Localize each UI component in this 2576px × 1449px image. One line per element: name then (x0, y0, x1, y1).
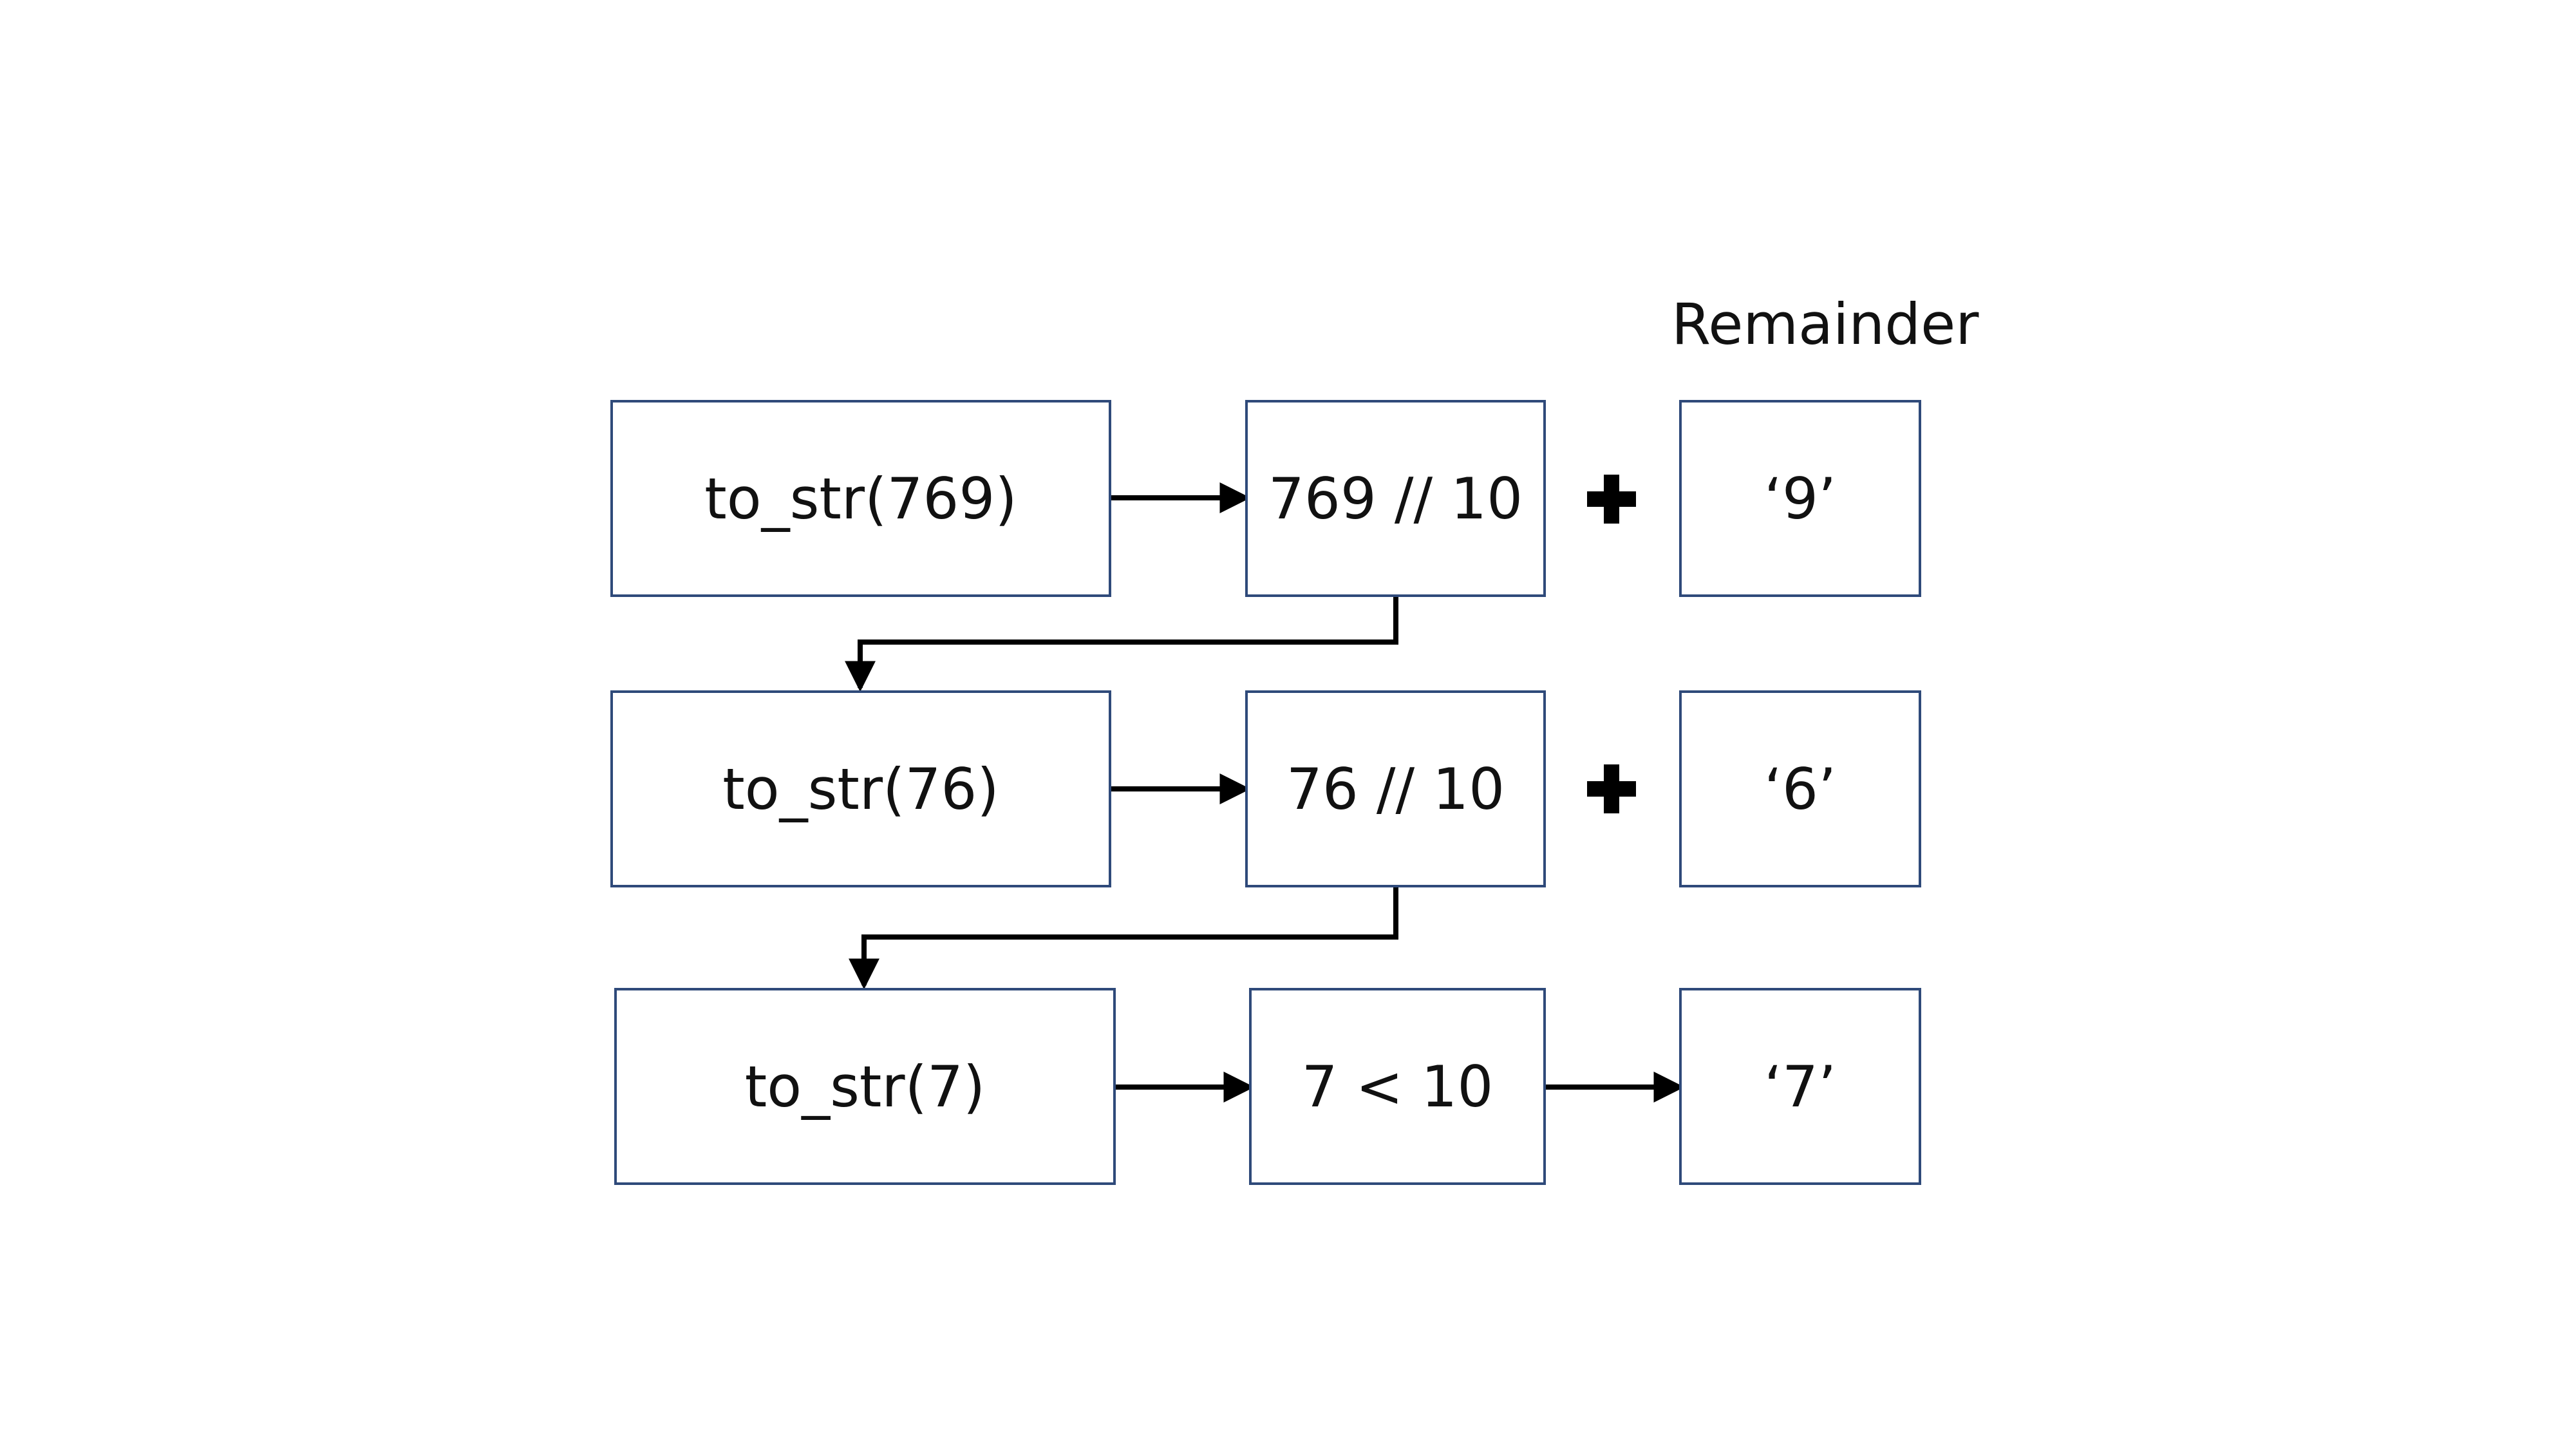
call-box-row-3: to_str(7) (614, 988, 1116, 1185)
plus-icon-row-1 (1587, 475, 1636, 524)
remainder-heading: Remainder (1671, 291, 1979, 357)
operation-box-row-1: 769 // 10 (1245, 400, 1546, 597)
call-box-row-2: to_str(76) (610, 690, 1111, 887)
call-box-row-1: to_str(769) (610, 400, 1111, 597)
operation-box-row-2: 76 // 10 (1245, 690, 1546, 887)
remainder-box-row-2: ‘6’ (1679, 690, 1921, 887)
arrow-recurse-row-2-to-3 (849, 886, 1398, 990)
arrow-recurse-row-1-to-2 (845, 596, 1398, 692)
remainder-box-row-3: ‘7’ (1679, 988, 1921, 1185)
remainder-box-row-1: ‘9’ (1679, 400, 1921, 597)
plus-icon-row-2 (1587, 764, 1636, 813)
operation-box-row-3: 7 < 10 (1249, 988, 1546, 1185)
